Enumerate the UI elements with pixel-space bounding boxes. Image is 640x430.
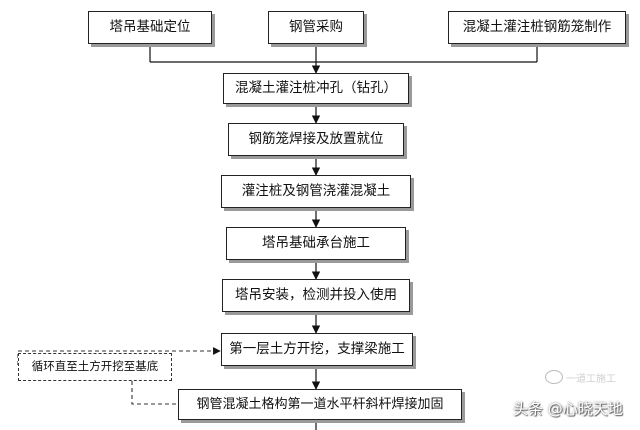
- step-pile-pipe-pouring: 灌注桩及钢管浇灌混凝土: [221, 175, 411, 208]
- loop-note: 循环直至土方开挖至基底: [18, 353, 172, 381]
- step-cage-fabrication: 混凝土灌注桩钢筋笼制作: [448, 11, 626, 44]
- step-steel-pipe-purchase: 钢管采购: [268, 11, 364, 44]
- step-tower-crane-positioning: 塔吊基础定位: [88, 11, 212, 44]
- step-first-brace-welding: 钢管混凝土格构第一道水平杆斜杆焊接加固: [178, 389, 462, 420]
- step-punching-drilling: 混凝土灌注桩冲孔（钻孔）: [223, 73, 409, 104]
- watermark-icon: [545, 370, 563, 384]
- step-cage-welding-placement: 钢筋笼焊接及放置就位: [228, 123, 404, 156]
- step-cap-construction: 塔吊基础承台施工: [226, 227, 406, 260]
- loop-connector-bottom: [131, 381, 178, 405]
- step-crane-install-inspect: 塔吊安装，检测并投入使用: [222, 279, 410, 312]
- watermark-faint-text: 一道工施工: [566, 374, 616, 385]
- loop-connector-top: [17, 347, 221, 365]
- watermark-text: 头条 @心晓天地: [513, 400, 623, 418]
- step-first-layer-excavation: 第一层土方开挖，支撑梁施工: [221, 333, 413, 366]
